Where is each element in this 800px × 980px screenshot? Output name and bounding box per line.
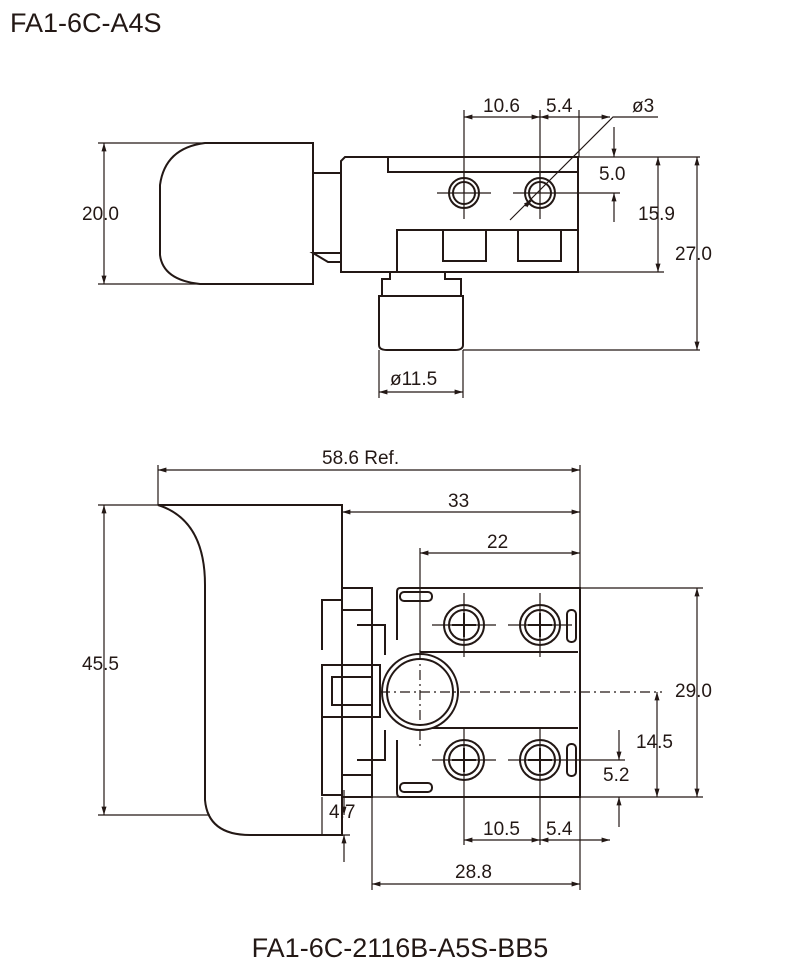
slot [399,591,433,602]
connector [312,172,342,254]
terminal-slot [442,229,487,262]
housing-steps [342,609,386,776]
knob-round [380,650,662,750]
dim-screw-to-edge: 5.4 [546,819,573,840]
dim-screw-from-bottom: 5.2 [603,765,629,786]
dim-screw-spacing: 10.5 [483,819,520,840]
dim-body-width: 28.8 [455,862,492,883]
dim-length-33: 33 [448,491,469,512]
dim-body-height: 15.9 [638,204,675,225]
top-slot [387,157,578,173]
dim-overall-length: 58.6 Ref. [322,448,399,469]
slot [566,609,577,643]
dim-trigger-height: 20.0 [82,204,119,225]
screw-icon [432,593,496,657]
top-view-title: FA1-6C-A4S [10,8,162,38]
housing [342,587,373,798]
dim-hole-diameter: ø3 [632,96,654,117]
dim-hole-from-top: 5.0 [599,164,625,185]
top-view-dimensions: 10.6 5.4 ø3 5.0 15.9 27.0 20.0 ø11.5 [82,96,712,398]
screw-icon [432,728,496,845]
trigger-side [157,504,343,836]
housing-edge [321,599,342,796]
dim-knob-center: 14.5 [636,732,673,753]
dim-body-height: 29.0 [675,681,712,702]
knob-stem [381,272,462,297]
body-divider [420,651,578,729]
dim-length-22: 22 [487,532,508,553]
top-view-part [159,142,620,351]
dim-total-height: 27.0 [675,244,712,265]
knob [378,295,464,351]
screw-icon [508,593,572,657]
actuator-slider [321,664,381,718]
lower-section [396,229,578,272]
screw-icon [508,728,625,845]
connector-tip [309,252,342,263]
dim-knob-diameter: ø11.5 [390,369,437,390]
actuator-rod [331,676,373,706]
slot [399,782,433,793]
bottom-view-part [157,504,662,845]
trigger-top [159,142,314,285]
switch-body [340,156,579,273]
bottom-view-title: FA1-6C-2116B-A5S-BB5 [252,933,549,963]
bottom-view-dimensions: 58.6 Ref. 33 22 45.5 29.0 14.5 5.2 4.7 1… [82,448,712,890]
dim-hole-to-edge: 5.4 [546,96,573,117]
dim-hole-spacing: 10.6 [483,96,520,117]
dim-offset: 4.7 [329,802,355,823]
dim-trigger-height: 45.5 [82,654,119,675]
terminal-slot [517,229,562,262]
